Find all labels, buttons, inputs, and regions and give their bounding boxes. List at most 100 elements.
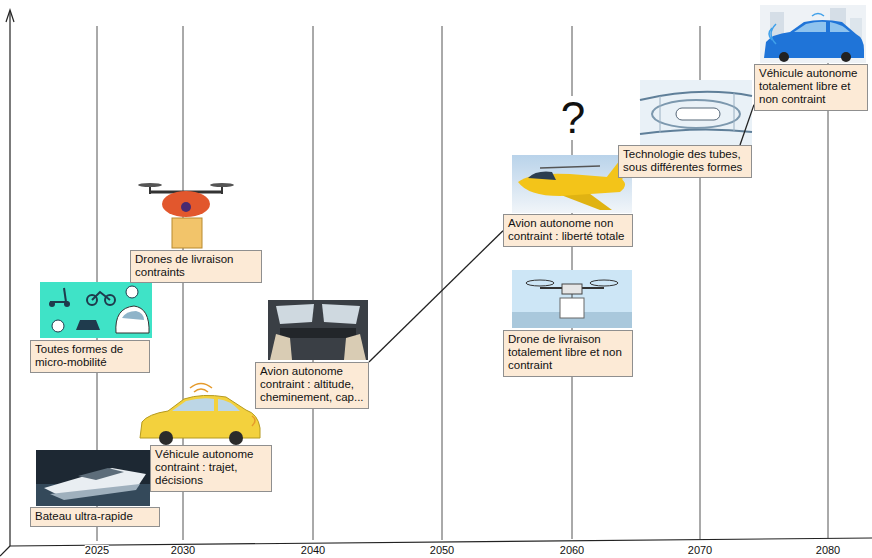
caption-box: Avion autonome contraint : altitude, che… <box>255 362 369 409</box>
micromobility-ground <box>40 282 152 338</box>
tube-wall <box>640 92 752 100</box>
windshield <box>276 304 314 324</box>
wheel <box>779 52 789 62</box>
signal-arc <box>190 384 212 389</box>
wheel <box>229 431 243 445</box>
boat-keel <box>50 484 140 500</box>
blue-car-picture <box>760 5 866 63</box>
caption-box: Véhicule autonome totalement libre et no… <box>754 64 868 111</box>
year-label: 2025 <box>85 545 109 556</box>
signal-arc <box>194 389 208 392</box>
car-body <box>764 20 864 58</box>
city-sky <box>760 5 866 63</box>
drone-body <box>562 284 582 294</box>
caption-text: Avion autonome contraint : altitude, che… <box>260 365 364 405</box>
car-window <box>794 22 826 32</box>
cockpit <box>268 300 368 360</box>
plane-rotor <box>540 166 600 168</box>
caption-text: Bateau ultra-rapide <box>35 510 155 523</box>
caption-text: Toutes formes de micro-mobilité <box>35 343 145 369</box>
caption-box: Véhicule autonome contraint : trajet, dé… <box>150 445 272 492</box>
tube-rib <box>734 93 735 131</box>
caption-text: Véhicule autonome contraint : trajet, dé… <box>155 448 267 488</box>
rotor <box>210 183 234 187</box>
caption-box: Avion autonome non contraint : liberté t… <box>503 214 633 247</box>
caption-text: Véhicule autonome totalement libre et no… <box>759 67 863 107</box>
cockpit-picture <box>268 300 368 360</box>
tube-rib <box>660 96 661 133</box>
caption-text: Drones de livraison contraints <box>135 253 257 279</box>
plane-sky <box>512 155 632 213</box>
grid-line <box>313 26 314 540</box>
boat-picture <box>36 450 150 506</box>
wheel <box>49 301 55 307</box>
drone-tether <box>572 294 573 298</box>
signal-arc <box>252 416 255 426</box>
instrument-panel <box>280 328 356 338</box>
rotor <box>526 280 554 286</box>
monowheel <box>126 286 138 298</box>
signal-arc <box>812 14 824 17</box>
axis-arrow <box>6 10 14 22</box>
year-label: 2060 <box>560 545 584 556</box>
year-label: 2040 <box>301 545 325 556</box>
bike-frame <box>92 292 110 300</box>
seat <box>270 334 292 360</box>
caption-box: Toutes formes de micro-mobilité <box>30 340 150 373</box>
tube-wall <box>640 129 752 134</box>
tube-picture <box>640 80 752 145</box>
signal-arc <box>771 24 776 44</box>
tube-ring <box>652 100 740 128</box>
board <box>76 320 100 330</box>
caption-text: Drone de livraison totalement libre et n… <box>508 333 628 373</box>
monowheel <box>52 320 64 332</box>
car-body <box>140 395 260 438</box>
micromobility-picture <box>40 282 152 338</box>
rotor <box>590 280 618 286</box>
plane-canopy <box>528 172 556 180</box>
caption-text: Avion autonome non contraint : liberté t… <box>508 217 628 243</box>
drone-body <box>162 191 210 217</box>
orange-drone-picture <box>138 183 234 248</box>
year-label: 2070 <box>688 545 712 556</box>
wheel <box>64 301 70 307</box>
connector-line <box>740 105 754 145</box>
tube-capsule <box>676 108 720 120</box>
free-drone-picture <box>512 270 632 328</box>
rotor-post <box>221 186 223 194</box>
tube-sky <box>640 80 752 145</box>
year-label: 2030 <box>171 545 195 556</box>
boat-window <box>78 468 124 480</box>
caption-text: Technologie des tubes, sous différentes … <box>623 148 747 174</box>
yellow-car-picture <box>140 384 260 446</box>
rotor-post <box>149 186 151 194</box>
grid-line <box>442 26 443 540</box>
grid-lines <box>97 26 828 541</box>
scooter-bar <box>64 288 66 302</box>
y-axis <box>9 12 10 546</box>
car-window <box>172 398 214 411</box>
car-window <box>218 399 240 411</box>
yellow-plane-picture <box>512 155 632 213</box>
wheel <box>159 431 173 445</box>
axis-corner <box>0 546 10 556</box>
windshield <box>322 304 360 324</box>
drone-sky <box>512 270 632 328</box>
caption-box: Bateau ultra-rapide <box>30 507 160 527</box>
year-label: 2080 <box>816 545 840 556</box>
question-mark: ? <box>561 96 585 140</box>
connector-line <box>369 231 503 362</box>
year-label: 2050 <box>430 545 454 556</box>
package <box>172 218 202 248</box>
package <box>560 298 584 318</box>
rotor <box>138 183 162 187</box>
caption-box: Drone de livraison totalement libre et n… <box>503 330 633 377</box>
pod-window <box>122 311 144 320</box>
car-window <box>830 22 850 32</box>
pod-car <box>116 306 149 333</box>
drone-camera <box>181 202 191 212</box>
seat <box>344 334 366 360</box>
boat-sky <box>36 450 150 506</box>
